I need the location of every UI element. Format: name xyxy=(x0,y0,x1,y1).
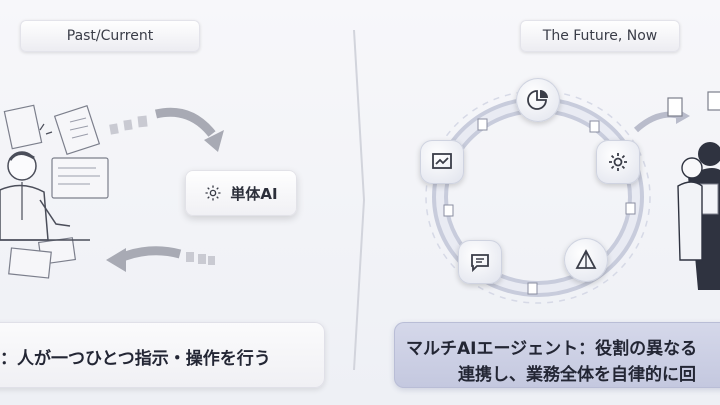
past-current-panel: Past/Current xyxy=(0,0,350,405)
future-now-panel: The Future, Now xyxy=(368,0,720,405)
trend-chart-node xyxy=(420,140,464,184)
gear-icon xyxy=(609,153,627,171)
future-now-banner-line1: マルチAIエージェント：役割の異なる xyxy=(406,339,698,359)
future-now-tab: The Future, Now xyxy=(520,20,680,52)
single-ai-label: 単体AI xyxy=(230,184,278,203)
pie-chart-icon xyxy=(527,90,548,110)
panel-divider-chevron xyxy=(353,30,365,370)
past-current-banner-text: ：人が一つひとつ指示・操作を行う xyxy=(0,349,271,369)
triangle-icon xyxy=(575,249,597,269)
future-now-banner: マルチAIエージェント：役割の異なる 連携し、業務全体を自律的に回 xyxy=(394,322,720,388)
past-current-tab: Past/Current xyxy=(20,20,200,52)
chat-icon xyxy=(471,254,489,273)
triangle-node xyxy=(564,238,608,282)
pie-chart-node xyxy=(516,78,560,122)
gear-node xyxy=(596,140,640,184)
person-at-desk-illustration xyxy=(0,104,109,279)
team-illustration xyxy=(633,91,720,290)
future-now-banner-line2: 連携し、業務全体を自律的に回 xyxy=(458,365,696,385)
chat-node xyxy=(458,240,502,284)
gear-icon xyxy=(205,185,221,201)
single-ai-box: 単体AI xyxy=(185,170,297,216)
past-current-banner: ：人が一つひとつ指示・操作を行う xyxy=(0,322,325,388)
trend-chart-icon xyxy=(432,153,452,169)
dashed-arrow-top xyxy=(109,107,224,152)
dashed-arrow-bottom xyxy=(106,246,215,272)
